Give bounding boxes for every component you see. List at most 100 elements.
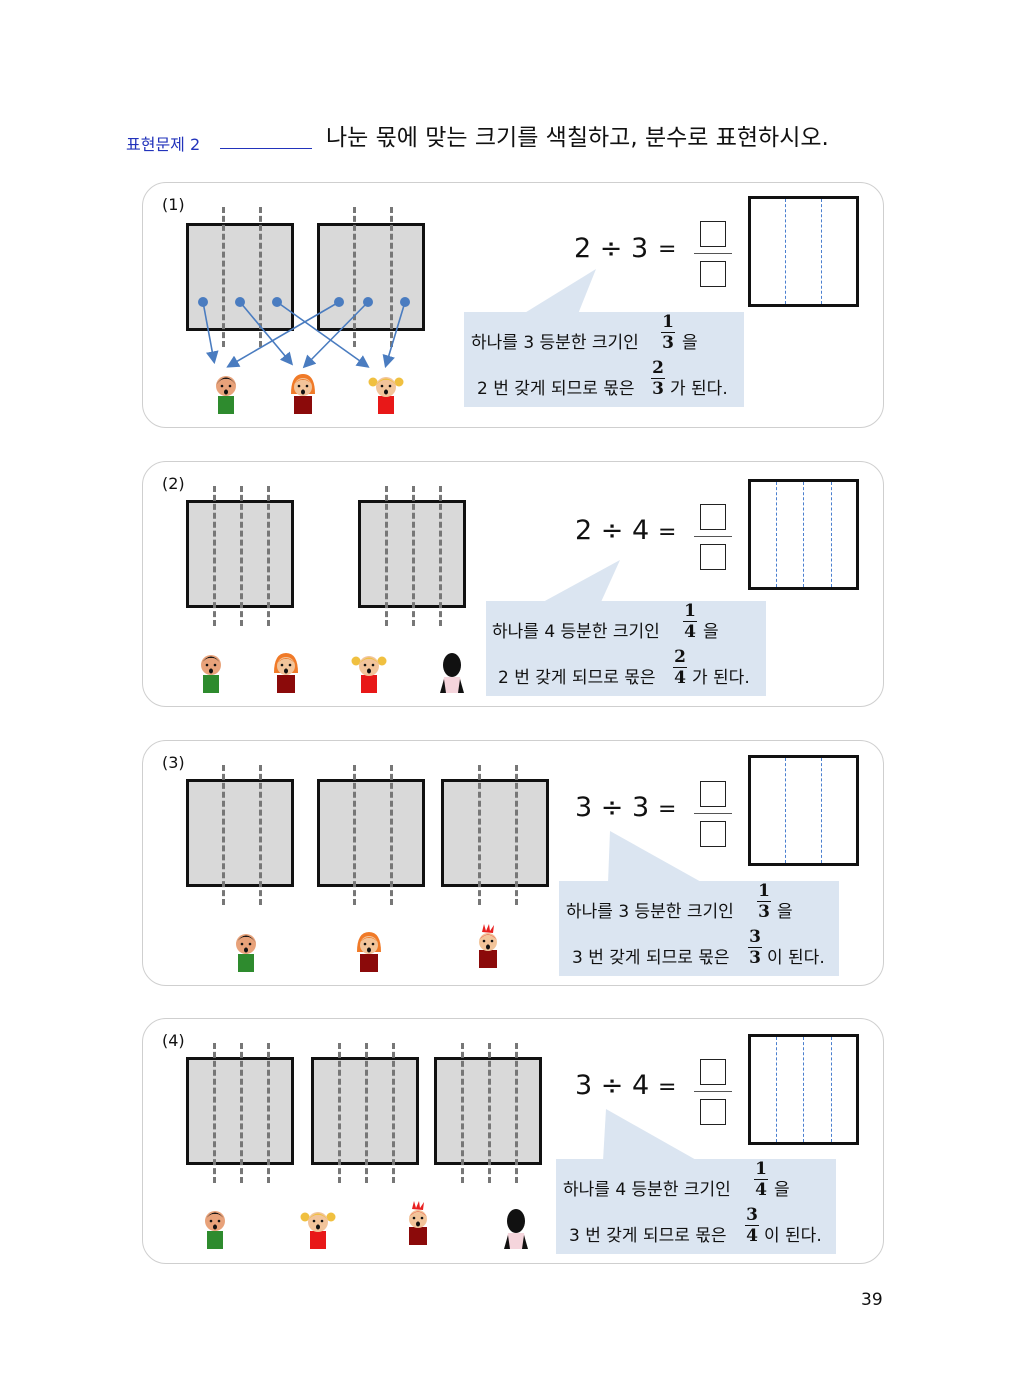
numerator-box[interactable] [700, 781, 726, 807]
answer-rectangle[interactable] [748, 196, 859, 307]
child-icon [354, 928, 384, 972]
answer-cut-line [821, 199, 822, 304]
cut-line [259, 207, 262, 347]
answer-cut-line [776, 1037, 777, 1142]
hint-line-2: 3 번 갖게 되므로 몫은 [569, 1226, 727, 1246]
bubble-tail [603, 1109, 698, 1161]
child-icon [473, 924, 503, 968]
numerator-box[interactable] [700, 221, 726, 247]
hint-line-2: 2 번 갖게 되므로 몫은 [477, 379, 635, 399]
child-icon [403, 1201, 433, 1245]
child-icon [196, 649, 226, 693]
answer-cut-line [776, 482, 777, 587]
cut-line [385, 486, 388, 626]
cut-line [338, 1043, 341, 1183]
cut-line [213, 1043, 216, 1183]
answer-cut-line [803, 482, 804, 587]
cut-line [259, 765, 262, 905]
cut-line [390, 207, 393, 347]
hint-line-1: 하나를 3 등분한 크기인 [566, 902, 734, 922]
numerator-box[interactable] [700, 504, 726, 530]
cut-line [412, 486, 415, 626]
pie-square[interactable] [317, 779, 425, 887]
pie-square[interactable] [441, 779, 549, 887]
answer-rectangle[interactable] [748, 479, 859, 590]
equation: 3 ÷ 4 [575, 1070, 650, 1101]
hint-line-1: 하나를 3 등분한 크기인 [471, 333, 639, 353]
child-icon [211, 370, 241, 414]
problem-number: (4) [162, 1031, 185, 1050]
bubble-tail [523, 269, 596, 314]
hint-suffix-2: 가 된다. [670, 379, 728, 399]
denominator-box[interactable] [700, 1099, 726, 1125]
denominator-box[interactable] [700, 544, 726, 570]
hint-suffix-1: 을 [703, 622, 719, 642]
child-icon [231, 928, 261, 972]
answer-cut-line [785, 199, 786, 304]
answer-rectangle[interactable] [748, 1034, 859, 1145]
equation: 2 ÷ 3 [574, 233, 649, 264]
problem-number: (1) [162, 195, 185, 214]
cut-line [213, 486, 216, 626]
equation: 2 ÷ 4 [575, 515, 650, 546]
equals-sign: = [658, 797, 677, 822]
bubble-tail [543, 560, 620, 602]
answer-cut-line [785, 758, 786, 863]
hint-line-2: 2 번 갖게 되므로 몫은 [498, 668, 656, 688]
hint-line-1: 하나를 4 등분한 크기인 [492, 622, 660, 642]
numerator-box[interactable] [700, 1059, 726, 1085]
cut-line [240, 486, 243, 626]
answer-rectangle[interactable] [748, 755, 859, 866]
child-icon [437, 649, 467, 693]
cut-line [515, 1043, 518, 1183]
child-icon [351, 649, 387, 693]
cut-line [515, 765, 518, 905]
child-icon [288, 370, 318, 414]
name-blank [220, 148, 312, 149]
fraction-line [694, 536, 732, 537]
hint-suffix-1: 을 [777, 902, 793, 922]
distribution-arrows [198, 297, 410, 369]
cut-line [267, 486, 270, 626]
answer-cut-line [831, 1037, 832, 1142]
fraction-line [694, 813, 732, 814]
problem-panel-1: (1) 2 ÷ 3 = 하 [142, 182, 884, 428]
hint-suffix-2: 가 된다. [692, 668, 750, 688]
bubble-tail [608, 831, 703, 883]
cut-line [461, 1043, 464, 1183]
denominator-box[interactable] [700, 821, 726, 847]
cut-line [392, 1043, 395, 1183]
cut-line [439, 486, 442, 626]
page-number: 39 [861, 1290, 883, 1310]
child-icon [501, 1205, 531, 1249]
instruction-text: 나눈 몫에 맞는 크기를 색칠하고, 분수로 표현하시오. [326, 125, 829, 151]
hint-suffix-2: 이 된다. [764, 1226, 822, 1246]
cut-line [240, 1043, 243, 1183]
pie-square[interactable] [186, 223, 294, 331]
header-label: 표현문제 2 [126, 135, 201, 154]
child-icon [200, 1205, 230, 1249]
cut-line [267, 1043, 270, 1183]
problem-number: (3) [162, 753, 185, 772]
answer-cut-line [803, 1037, 804, 1142]
cut-line [478, 765, 481, 905]
child-icon [368, 370, 404, 414]
denominator-box[interactable] [700, 261, 726, 287]
fraction-line [694, 253, 732, 254]
problem-number: (2) [162, 474, 185, 493]
pie-square[interactable] [317, 223, 425, 331]
hint-line-1: 하나를 4 등분한 크기인 [563, 1180, 731, 1200]
pie-square[interactable] [186, 779, 294, 887]
cut-line [222, 207, 225, 347]
